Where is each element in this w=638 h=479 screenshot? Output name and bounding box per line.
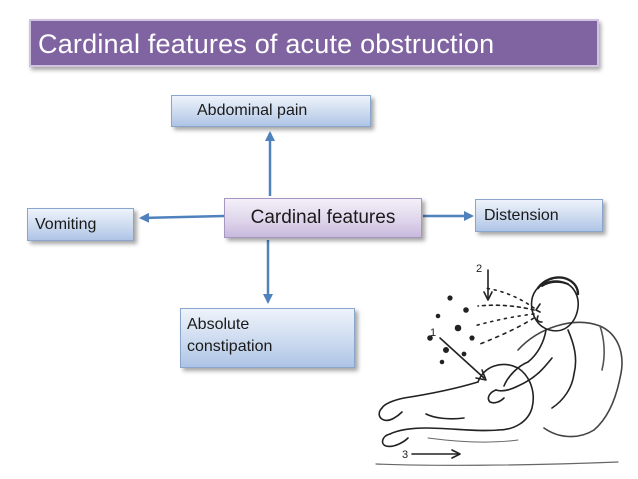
patient-illustration-icon: 2 1 3: [375, 263, 623, 466]
node-absolute-constipation-line1: Absolute: [187, 316, 250, 333]
node-absolute-constipation-line2: constipation: [187, 338, 273, 355]
node-cardinal-features-label: Cardinal features: [250, 207, 396, 228]
node-abdominal-pain-label: Abdominal pain: [197, 102, 308, 119]
node-absolute-constipation: Absolute constipation: [180, 308, 355, 368]
slide-title: Cardinal features of acute obstruction: [29, 19, 599, 67]
node-distension: Distension: [475, 199, 603, 232]
illustration-label-2: 2: [476, 263, 482, 275]
node-vomiting: Vomiting: [27, 208, 134, 241]
node-distension-label: Distension: [484, 207, 559, 224]
node-vomiting-label: Vomiting: [35, 216, 97, 233]
node-abdominal-pain: Abdominal pain: [171, 95, 371, 127]
illustration-label-3: 3: [402, 449, 408, 461]
arrow-to-vomiting: [139, 212, 225, 223]
node-cardinal-features: Cardinal features: [224, 198, 422, 238]
illustration-label-1: 1: [430, 327, 436, 339]
